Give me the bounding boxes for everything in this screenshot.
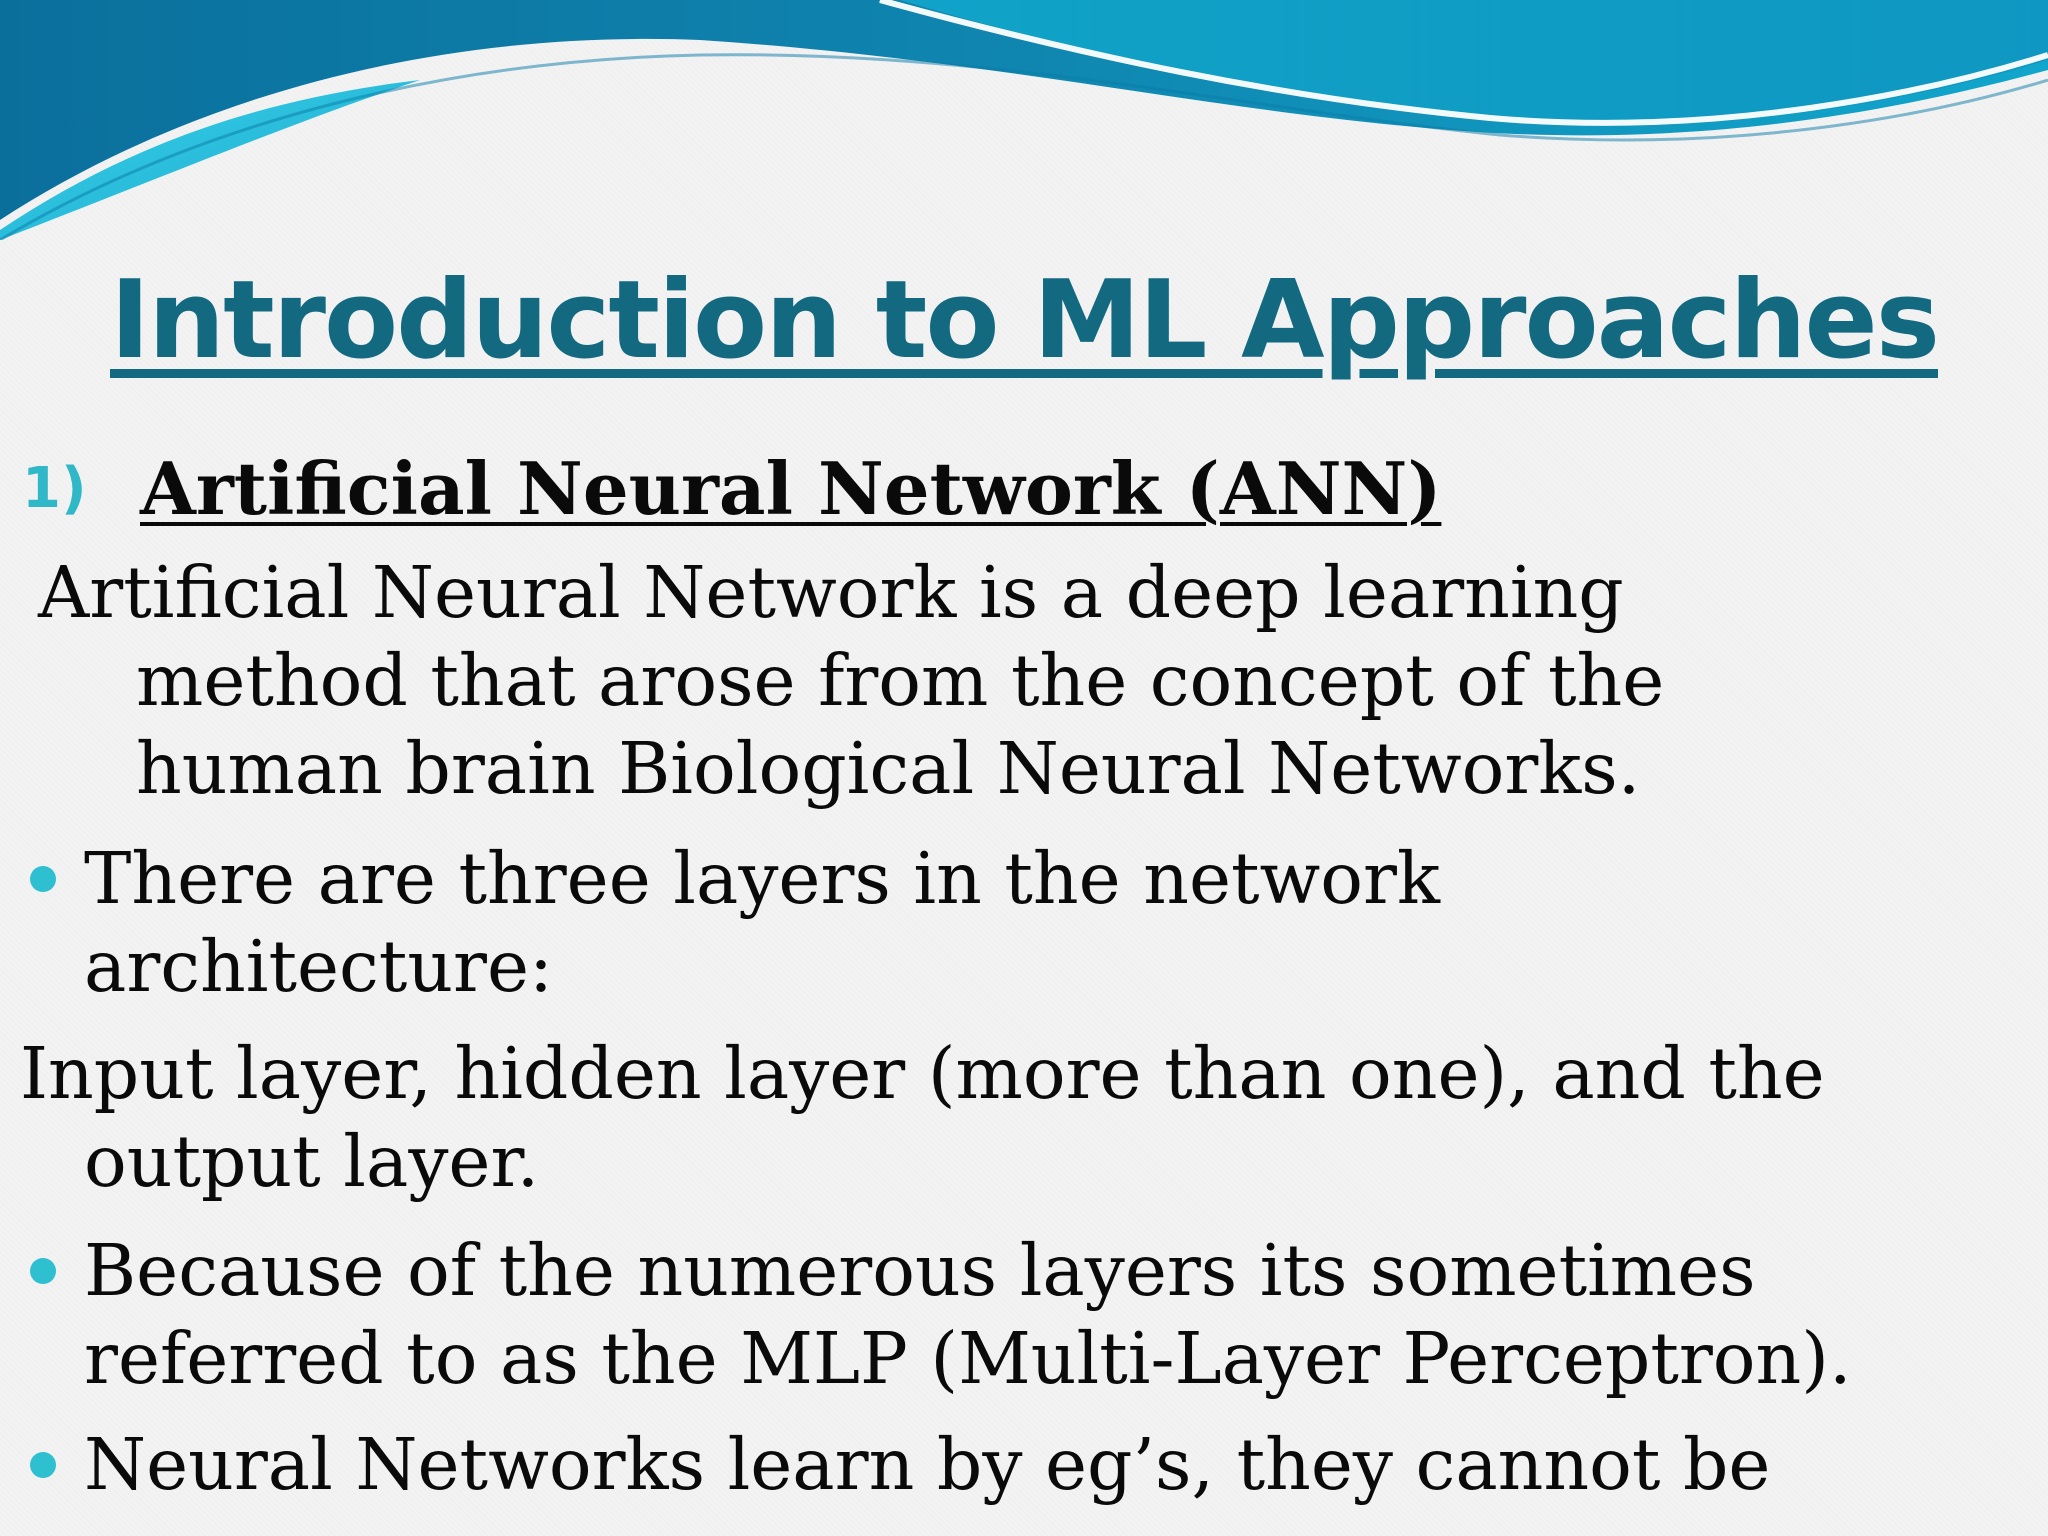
paragraph-line-3: human brain Biological Neural Networks. <box>136 727 1641 810</box>
header-wave-decoration <box>0 0 2048 240</box>
bullet2-line-2: referred to as the MLP (Multi-Layer Perc… <box>84 1317 1852 1400</box>
bullet1-line-2: architecture: <box>84 925 553 1008</box>
section-number: 1) <box>22 456 87 521</box>
paragraph-line-2: method that arose from the concept of th… <box>136 639 1665 722</box>
bullet1-line-1: There are three layers in the network <box>84 837 1441 920</box>
bullet-dot-icon <box>30 866 56 892</box>
bullet-dot-icon <box>30 1258 56 1284</box>
bullet-dot-icon <box>30 1452 56 1478</box>
section-heading: Artificial Neural Network (ANN) <box>140 446 1442 531</box>
slide-title: Introduction to ML Approaches <box>110 258 1940 383</box>
bullet2-line-1: Because of the numerous layers its somet… <box>84 1229 1756 1312</box>
paragraph-line-1: Artificial Neural Network is a deep lear… <box>38 551 1624 634</box>
layers-line-2: output layer. <box>84 1120 540 1203</box>
layers-line-1: Input layer, hidden layer (more than one… <box>20 1032 1825 1115</box>
bullet3-line-1: Neural Networks learn by eg’s, they cann… <box>84 1423 1771 1506</box>
